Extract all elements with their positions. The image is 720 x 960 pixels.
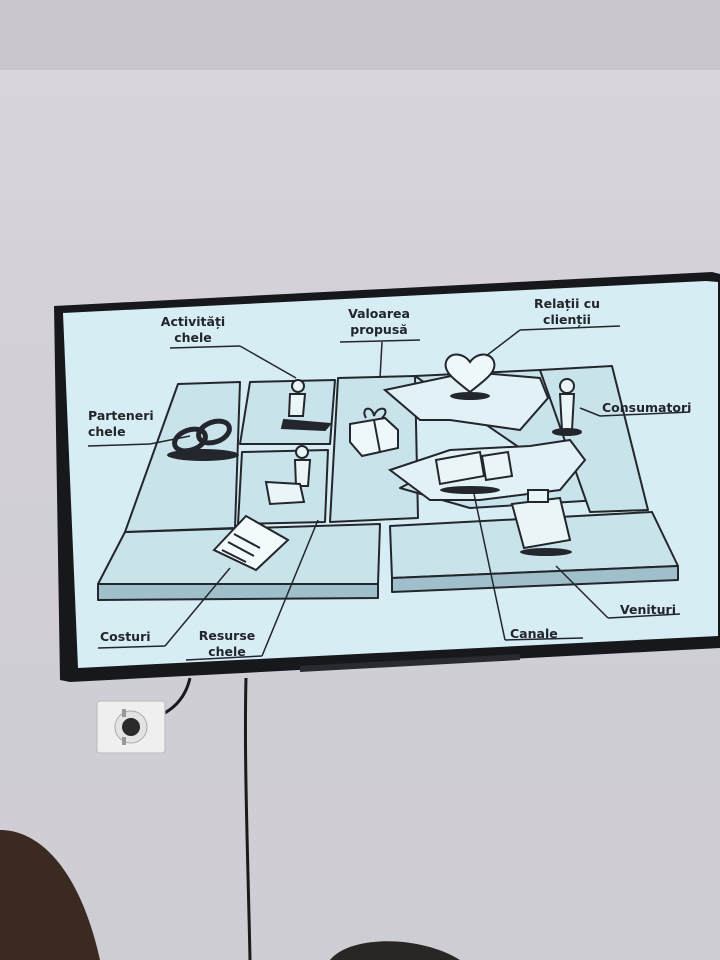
label-parteneri-line2: chele <box>88 424 126 439</box>
label-relatii-line1: Relații cu <box>533 296 601 311</box>
cash-register-icon <box>510 489 572 556</box>
label-resurse-line2: chele <box>208 644 246 659</box>
gift-box-icon <box>349 407 399 458</box>
label-activitati-line2: chele <box>174 330 212 345</box>
label-relatii-cu-clientii: Relații cu clienții <box>525 296 609 328</box>
label-activitati-line1: Activități <box>160 314 226 329</box>
label-relatii-line2: clienții <box>543 312 591 327</box>
truck-icon <box>434 450 514 494</box>
rings-icon <box>167 418 239 461</box>
label-parteneri-chele: Parteneri chele <box>88 408 154 440</box>
person-icon <box>552 378 582 436</box>
viewer-head-right <box>330 941 460 960</box>
heart-icon <box>444 353 496 400</box>
viewer-head-left <box>0 830 100 960</box>
tv-bottom-edge <box>300 654 520 672</box>
label-canale: Canale <box>510 626 558 641</box>
label-valoarea-line1: Valoarea <box>348 306 410 321</box>
label-consumatori: Consumatori <box>602 400 692 415</box>
canvas-arrows <box>382 370 587 501</box>
label-resurse-line1: Resurse <box>198 628 256 643</box>
worker-icon-2 <box>264 445 312 506</box>
label-valoarea-line2: propusă <box>350 322 408 337</box>
label-venituri: Venituri <box>620 602 676 617</box>
label-costuri: Costuri <box>100 629 151 644</box>
label-valoarea-propusa: Valoarea propusă <box>340 306 418 338</box>
worker-icon <box>280 379 332 432</box>
leader-lines <box>87 325 691 661</box>
document-icon <box>212 514 290 572</box>
hdmi-cable <box>243 677 252 960</box>
label-resurse-chele: Resurse chele <box>192 628 262 660</box>
label-parteneri-line1: Parteneri <box>88 408 154 423</box>
wall-outlet <box>96 700 166 754</box>
label-activitati-chele: Activități chele <box>158 314 228 346</box>
canvas-board <box>97 365 679 601</box>
ceiling-shadow <box>0 0 720 70</box>
